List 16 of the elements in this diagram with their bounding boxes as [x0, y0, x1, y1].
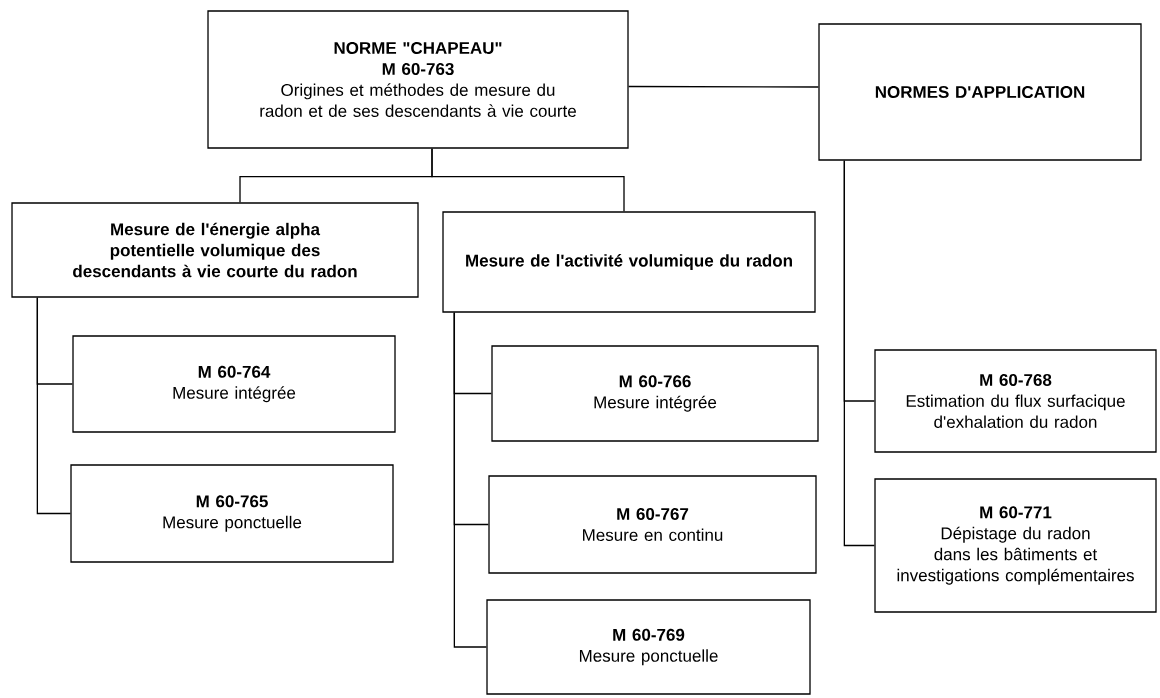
connector-line [453, 312, 487, 648]
standard-box: NORMES D'APPLICATION [818, 23, 1142, 161]
standard-box: M 60-767 Mesure en continu [488, 475, 817, 574]
standard-box: M 60-768 Estimation du flux surfacique d'exhalation du radon [874, 349, 1157, 453]
standard-box: NORME "CHAPEAU" M 60-763 Origines et méthodes de mesure du radon et de ses descendants à vie courte [207, 10, 629, 149]
standard-box: M 60-771 Dépistage du radon dans les bâtiments et investigations complémentaires [874, 478, 1157, 613]
connector-line [36, 297, 71, 515]
standard-box: M 60-769 Mesure ponctuelle [486, 599, 811, 695]
connector-line [628, 85, 819, 88]
standard-box: M 60-764 Mesure intégrée [72, 335, 396, 433]
category-box: Mesure de l'activité volumique du radon [442, 211, 816, 313]
standard-box: M 60-766 Mesure intégrée [491, 345, 819, 442]
standard-box: M 60-765 Mesure ponctuelle [70, 464, 394, 563]
category-box: Mesure de l'énergie alpha potentielle volumique des descendants à vie courte du radon [11, 202, 419, 298]
connector-line [843, 160, 875, 547]
connector-line [431, 148, 625, 212]
